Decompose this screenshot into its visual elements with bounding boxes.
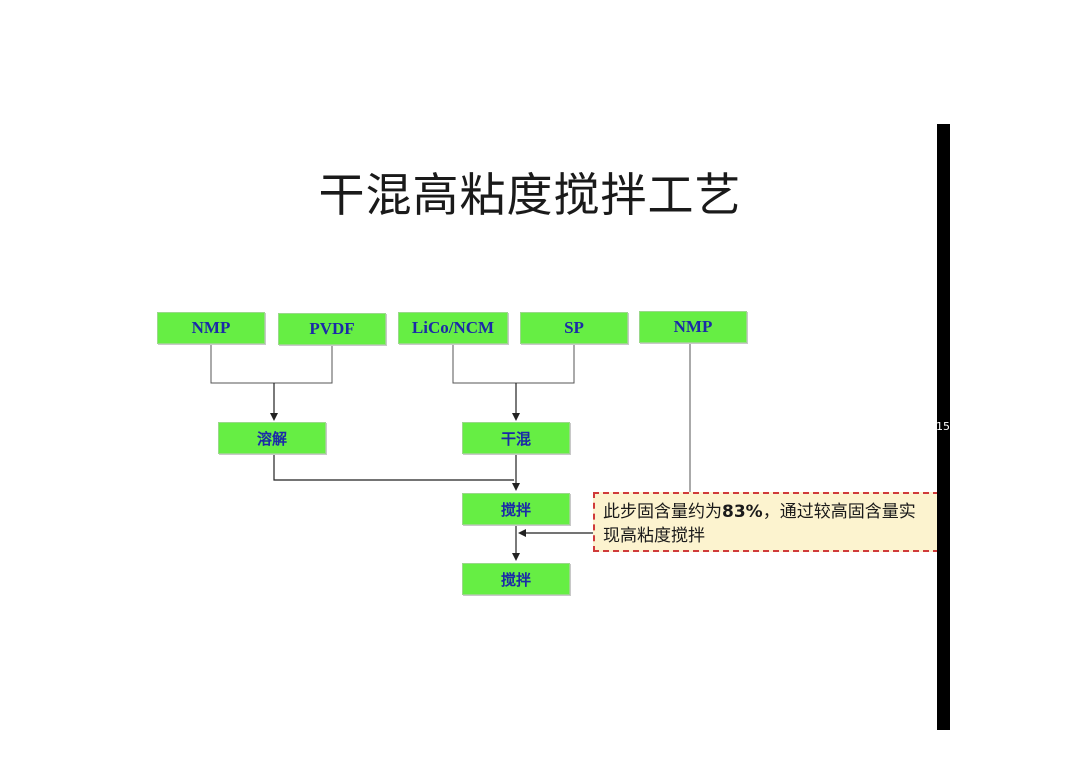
step-box-stir-1: 搅拌 — [462, 493, 570, 525]
input-box-lico-ncm: LiCo/NCM — [398, 312, 508, 344]
note-text-after: ，通过较高固含量实现高粘度搅拌 — [603, 502, 916, 546]
input-box-nmp: NMP — [157, 312, 265, 344]
step-box-stir-2: 搅拌 — [462, 563, 570, 595]
input-box-pvdf: PVDF — [278, 313, 386, 345]
page-title: 干混高粘度搅拌工艺 — [318, 168, 742, 222]
connector-active-sp — [452, 344, 575, 384]
connector-nmp-pvdf — [210, 344, 333, 384]
right-edge-bar — [937, 124, 950, 730]
input-box-sp: SP — [520, 312, 628, 344]
page-number: 15 — [936, 420, 950, 433]
note-solid-value: 83% — [722, 502, 763, 522]
solid-content-note: 此步固含量约为83%，通过较高固含量实现高粘度搅拌 — [593, 492, 939, 552]
connector-dissolve-to-stir — [273, 454, 514, 481]
note-text-before: 此步固含量约为 — [603, 502, 722, 522]
step-box-dissolve: 溶解 — [218, 422, 326, 454]
input-box-nmp-2: NMP — [639, 311, 747, 343]
step-box-dry-mix: 干混 — [462, 422, 570, 454]
